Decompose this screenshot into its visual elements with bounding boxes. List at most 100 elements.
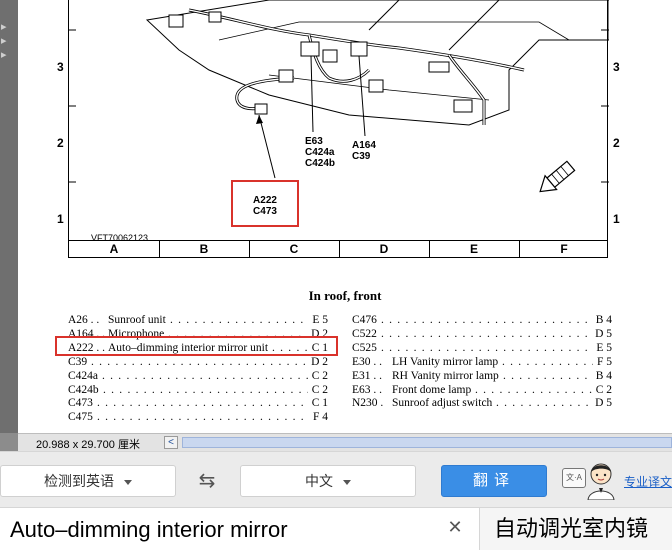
index-row: C475 . . . . . . . . . . . . . . . . . . … bbox=[68, 410, 328, 424]
index-leader-dots: . . . . . . . . . . . . . . . . . . . . … bbox=[97, 411, 309, 424]
translation-io-row: Auto–dimming interior mirror ✕ 自动调光室内镜 bbox=[0, 507, 672, 550]
chevron-down-icon bbox=[343, 479, 351, 485]
section-title: In roof, front bbox=[308, 288, 382, 303]
index-leader-dots: . . . . . . . . . . . . . . . . . . . . … bbox=[103, 383, 308, 396]
document-page: 3 2 1 3 2 1 A B C D E bbox=[18, 0, 672, 433]
index-grid-location: D 5 bbox=[595, 327, 612, 340]
translate-button[interactable]: 翻译 bbox=[441, 465, 547, 497]
col-divider bbox=[519, 241, 520, 257]
index-description: Sunroof unit bbox=[108, 314, 166, 326]
index-code: A26 . . bbox=[68, 314, 100, 326]
index-description: Sunroof adjust switch bbox=[392, 397, 493, 410]
index-code: E30 . . bbox=[352, 355, 383, 368]
col-label-a: A bbox=[109, 242, 119, 256]
index-grid-location: F 5 bbox=[596, 355, 612, 368]
callout-label: E63 bbox=[305, 136, 323, 147]
document-size: 20.988 x 29.700 厘米 bbox=[36, 439, 140, 451]
index-leader-dots: . . . . . . . . . . . . . . . . . . . . … bbox=[91, 355, 307, 368]
callout-label: C424a bbox=[305, 147, 335, 158]
index-leader-dots: . . . . . . . . . . . . . . . . . . . . … bbox=[272, 341, 308, 354]
callout-label: C473 bbox=[253, 206, 277, 217]
index-row: E30 . . LH Vanity mirror lamp. . . . . . … bbox=[352, 355, 612, 369]
index-grid-location: B 4 bbox=[595, 369, 612, 382]
callout-e63-group: E63 C424a C424b bbox=[305, 136, 335, 169]
index-row: C39. . . . . . . . . . . . . . . . . . .… bbox=[68, 355, 328, 369]
index-row: C473. . . . . . . . . . . . . . . . . . … bbox=[68, 396, 328, 410]
index-leader-dots: . . . . . . . . . . . . . . . . . . . . … bbox=[102, 369, 308, 382]
col-divider bbox=[249, 241, 250, 257]
index-row: C525. . . . . . . . . . . . . . . . . . … bbox=[352, 341, 612, 355]
left-gutter: ▸▸▸ bbox=[0, 0, 18, 433]
col-label-c: C bbox=[289, 242, 299, 256]
index-code: C475 bbox=[68, 411, 93, 424]
callout-label: A164 bbox=[352, 140, 376, 151]
callout-a222-highlight: A222 C473 bbox=[231, 180, 299, 227]
index-code: C424a bbox=[68, 369, 99, 382]
callout-label: A222 bbox=[253, 195, 277, 206]
index-grid-location: E 5 bbox=[312, 314, 328, 326]
frame-ticks bbox=[68, 29, 609, 183]
index-code: E63 . . bbox=[352, 383, 383, 396]
index-leader-dots: . . . . . . . . . . . . . . . . . . . . … bbox=[475, 383, 592, 396]
col-label-f: F bbox=[560, 242, 568, 256]
index-leader-dots: . . . . . . . . . . . . . . . . . . . . … bbox=[496, 397, 591, 410]
index-grid-location: C 2 bbox=[595, 383, 612, 396]
index-code: C522 bbox=[352, 327, 377, 340]
index-grid-location: E 5 bbox=[596, 341, 612, 354]
col-label-e: E bbox=[469, 242, 478, 256]
index-code: C473 bbox=[68, 397, 93, 410]
callout-a164-group: A164 C39 bbox=[352, 140, 376, 162]
figure-id: VFT70062123 bbox=[91, 233, 149, 243]
translation-mode-icon[interactable]: 文·A bbox=[562, 468, 586, 488]
index-description: LH Vanity mirror lamp bbox=[392, 355, 499, 368]
row-label-left-2: 2 bbox=[57, 136, 64, 150]
index-leader-dots: . . . . . . . . . . . . . . . . . . . . … bbox=[381, 314, 592, 326]
index-row: C476 . . . . . . . . . . . . . . . . . . … bbox=[352, 313, 612, 327]
target-language-select[interactable]: 中文 bbox=[240, 465, 416, 497]
index-grid-location: C 2 bbox=[311, 383, 328, 396]
col-label-d: D bbox=[379, 242, 389, 256]
highlighted-index-row-frame bbox=[55, 336, 338, 356]
index-row: A26 . .Sunroof unit. . . . . . . . . . .… bbox=[68, 313, 328, 327]
index-grid-location: C 1 bbox=[311, 341, 328, 354]
source-text-input[interactable]: Auto–dimming interior mirror bbox=[0, 508, 480, 550]
source-language-select[interactable]: 检测到英语 bbox=[0, 465, 176, 497]
row-label-right-3: 3 bbox=[613, 60, 620, 74]
index-grid-location: C 1 bbox=[311, 397, 328, 410]
index-code: N230 . bbox=[352, 397, 384, 410]
scroll-left-button[interactable]: < bbox=[164, 436, 178, 449]
index-code: C476 bbox=[352, 314, 377, 326]
index-code: C424b bbox=[68, 383, 99, 396]
row-label-left-3: 3 bbox=[57, 60, 64, 74]
swap-languages-icon[interactable]: ⇆ bbox=[198, 468, 216, 492]
index-grid-location: F 4 bbox=[312, 411, 328, 424]
index-code: E31 . . bbox=[352, 369, 383, 382]
callout-label: C39 bbox=[352, 151, 371, 162]
index-description: Front dome lamp bbox=[392, 383, 472, 396]
index-leader-dots: . . . . . . . . . . . . . . . . . . . . … bbox=[502, 355, 593, 368]
source-language-label: 检测到英语 bbox=[44, 473, 114, 489]
index-leader-dots: . . . . . . . . . . . . . . . . . . . . … bbox=[381, 327, 591, 340]
index-row: C522 . . . . . . . . . . . . . . . . . . … bbox=[352, 327, 612, 341]
document-viewer[interactable]: ▸▸▸ 3 2 1 3 2 1 bbox=[0, 0, 672, 451]
translation-output: 自动调光室内镜 bbox=[480, 508, 672, 550]
index-code: C525 bbox=[352, 341, 377, 354]
target-language-label: 中文 bbox=[305, 473, 333, 489]
professional-translation-link[interactable]: 专业译文 bbox=[624, 475, 672, 489]
horizontal-scrollbar[interactable] bbox=[182, 437, 672, 448]
index-row: C424b . . . . . . . . . . . . . . . . . .… bbox=[68, 383, 328, 397]
index-grid-location: C 2 bbox=[311, 369, 328, 382]
index-code: A222 . . bbox=[68, 341, 106, 354]
row-label-right-1: 1 bbox=[613, 212, 620, 226]
translator-avatar-icon[interactable] bbox=[584, 460, 618, 500]
col-divider bbox=[339, 241, 340, 257]
clear-input-icon[interactable]: ✕ bbox=[447, 517, 463, 538]
gutter-marker-icon: ▸▸▸ bbox=[1, 20, 7, 61]
callout-label: C424b bbox=[305, 158, 336, 169]
translator-toolbar: 检测到英语 ⇆ 中文 翻译 文·A 专业译文 bbox=[0, 451, 672, 507]
index-leader-dots: . . . . . . . . . . . . . . . . . . . . … bbox=[503, 369, 592, 382]
frame-bottom-band-line bbox=[69, 240, 607, 241]
col-label-b: B bbox=[199, 242, 209, 256]
index-description: Auto–dimming interior mirror unit bbox=[108, 341, 269, 354]
index-grid-location: B 4 bbox=[595, 314, 612, 326]
